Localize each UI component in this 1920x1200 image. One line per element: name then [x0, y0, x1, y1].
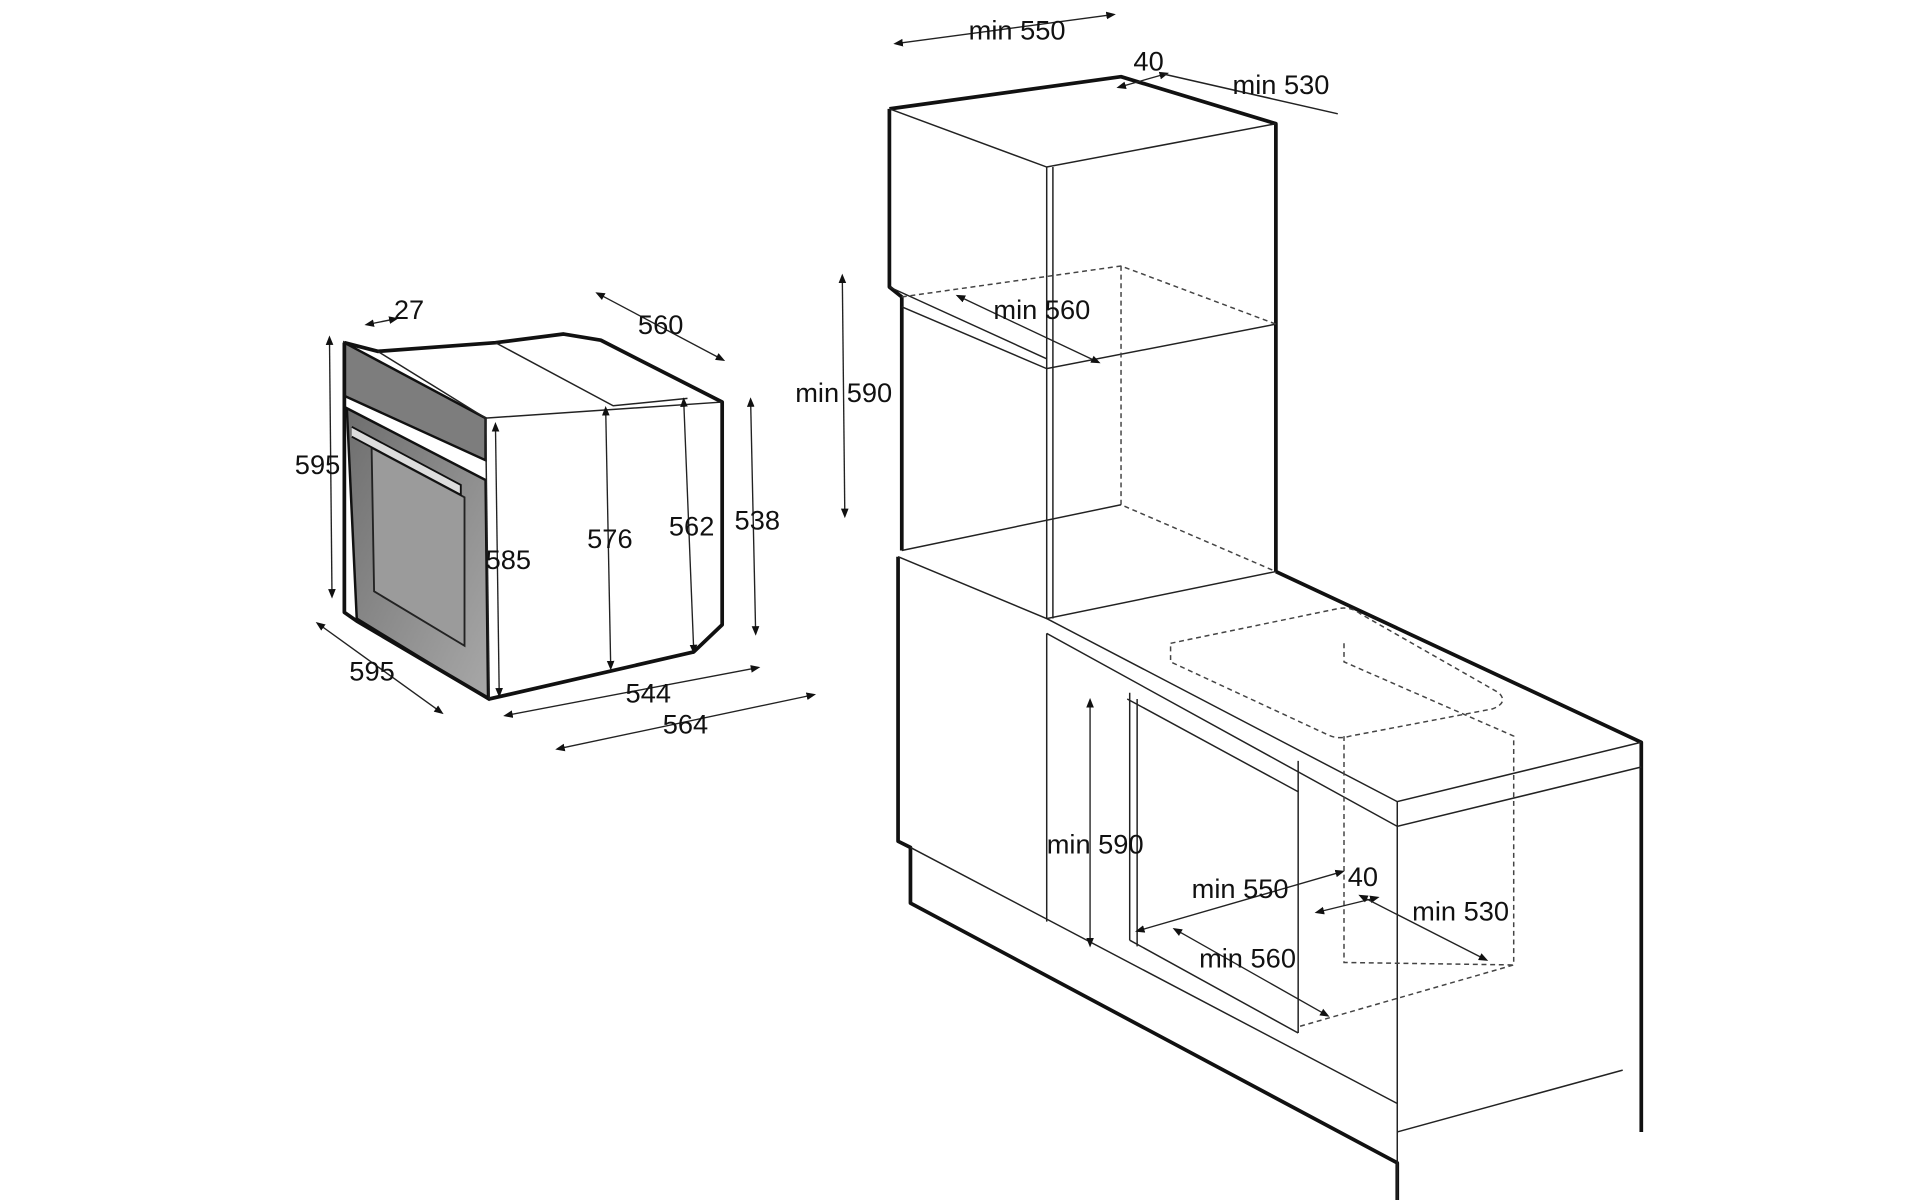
dim-27: 27 — [394, 294, 424, 325]
dim-base-min530: min 530 — [1412, 895, 1509, 926]
dim-585: 585 — [486, 544, 531, 575]
dim-595-width: 595 — [349, 655, 394, 686]
oven-drawing — [342, 332, 725, 702]
dim-tall-min560: min 560 — [993, 294, 1090, 325]
oven-handle — [351, 425, 462, 497]
tall-cabinet-drawing — [887, 74, 1278, 619]
dim-562: 562 — [669, 511, 714, 542]
base-cabinet-dimensions: min 590 min 550 40 min 530 min 560 — [1047, 697, 1509, 1017]
base-cabinet-drawing — [896, 556, 1644, 1200]
dim-base-min590: min 590 — [1047, 829, 1144, 860]
dim-base-40: 40 — [1348, 861, 1378, 892]
dim-564: 564 — [663, 709, 708, 740]
dim-560: 560 — [638, 309, 683, 340]
dim-538: 538 — [735, 505, 780, 536]
dim-base-min550: min 550 — [1192, 873, 1289, 904]
dim-tall-min550: min 550 — [969, 15, 1066, 46]
dim-544: 544 — [626, 678, 671, 709]
dim-tall-40: 40 — [1133, 46, 1163, 77]
dim-595-height: 595 — [295, 449, 340, 480]
dim-576: 576 — [587, 523, 632, 554]
oven-dimensions: 27 560 595 585 576 562 538 595 544 564 — [295, 292, 817, 752]
tall-cabinet-dimensions: min 550 40 min 530 min 560 min 590 — [795, 11, 1338, 519]
dim-tall-min530: min 530 — [1233, 69, 1330, 100]
dim-tall-min590: min 590 — [795, 377, 892, 408]
dim-base-min560: min 560 — [1199, 942, 1296, 973]
